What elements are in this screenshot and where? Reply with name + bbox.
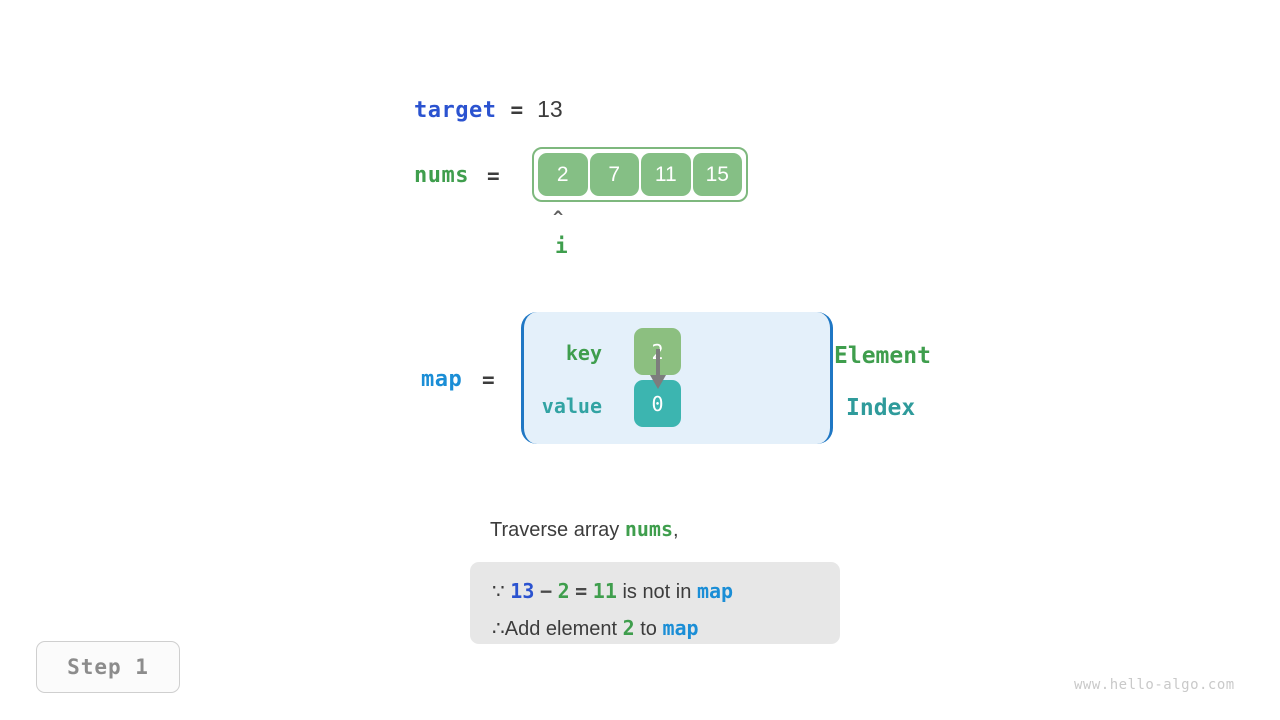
traverse-caption: Traverse array nums, [490, 517, 679, 542]
index-pointer-label: i [555, 234, 568, 258]
nums-variable-name: nums [414, 163, 469, 188]
step-badge: Step 1 [36, 641, 180, 693]
therefore-symbol-icon: ∴ [492, 618, 505, 640]
note-result-value: 11 [592, 579, 617, 603]
minus-operator: − [539, 579, 552, 603]
explanation-note-box: ∵ 13 − 2 = 11 is not in map ∴Add element… [470, 562, 840, 644]
array-cell[interactable]: 11 [641, 153, 691, 196]
note-element-value: 2 [557, 579, 570, 603]
note-line-because: ∵ 13 − 2 = 11 is not in map [492, 573, 818, 610]
note-target-value: 13 [510, 579, 535, 603]
index-pointer-caret-icon: ^ [553, 208, 564, 228]
nums-equals-sign: = [487, 164, 500, 188]
traverse-nums-token: nums [624, 517, 674, 541]
note-line2-element: 2 [622, 616, 635, 640]
map-key-label: key [565, 341, 602, 365]
target-equals-sign: = [510, 98, 524, 122]
map-element-side-label: Element [834, 343, 931, 369]
array-cell[interactable]: 7 [589, 153, 639, 196]
note-line2-map-token: map [662, 616, 699, 640]
note-line2-prefix: Add element [504, 618, 623, 640]
note-line1-map-token: map [696, 579, 734, 603]
traverse-suffix-text: , [673, 519, 679, 541]
array-cell[interactable]: 2 [538, 153, 588, 196]
map-index-side-label: Index [846, 395, 916, 421]
because-symbol-icon: ∵ [492, 581, 505, 603]
target-row: target = 13 [414, 96, 563, 123]
note-line2-mid: to [634, 618, 663, 640]
traverse-prefix-text: Traverse array [490, 519, 625, 541]
equals-operator: = [575, 579, 588, 603]
map-variable-name: map [421, 367, 463, 392]
target-value: 13 [537, 96, 563, 122]
nums-array: 2 7 11 15 [532, 147, 748, 202]
array-cell[interactable]: 15 [692, 153, 742, 196]
watermark: www.hello-algo.com [1074, 677, 1235, 693]
map-key-cell[interactable]: 2 [634, 328, 681, 375]
map-equals-sign: = [482, 368, 495, 392]
target-variable-name: target [414, 98, 497, 123]
note-line-therefore: ∴Add element 2 to map [492, 610, 818, 647]
map-value-label: value [541, 394, 602, 418]
note-line1-text: is not in [622, 581, 692, 603]
map-value-cell[interactable]: 0 [634, 380, 681, 427]
